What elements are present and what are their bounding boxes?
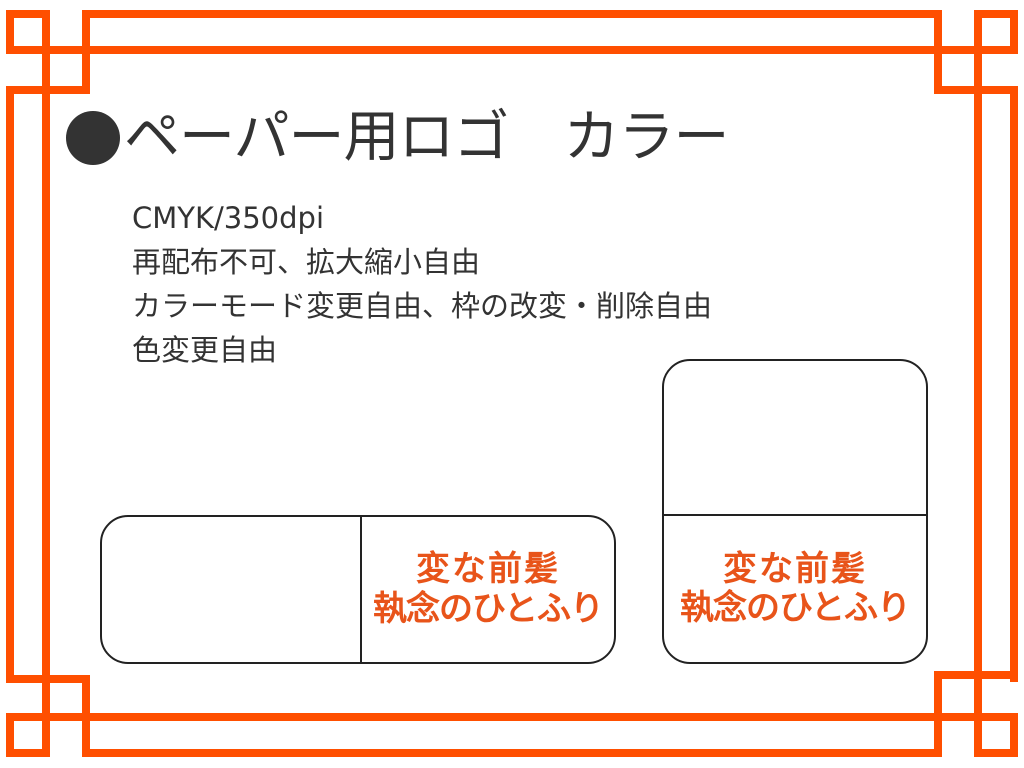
brand-logo: 変な前髪 執念のひとふり (680, 548, 911, 628)
note-color-change: 色変更自由 (132, 333, 278, 367)
logo-line-2: 執念のひとふり (373, 588, 604, 629)
logo-line-1: 変な前髪 (722, 548, 867, 589)
bullet-circle-icon (66, 111, 120, 165)
logo-panel: 変な前髪 執念のひとふり (664, 516, 926, 662)
logo-card-vertical: 変な前髪 執念のひとふり (662, 359, 928, 664)
slide-title: ペーパー用ロゴ カラー (66, 104, 729, 172)
note-colormode: カラーモード変更自由、枠の改変・削除自由 (132, 289, 713, 323)
note-redistribution: 再配布不可、拡大縮小自由 (132, 245, 481, 279)
note-format: CMYK/350dpi (132, 201, 324, 235)
blank-panel (102, 517, 362, 662)
brand-logo: 変な前髪 執念のひとふり (373, 549, 604, 629)
slide-title-text: ペーパー用ロゴ カラー (124, 105, 729, 170)
logo-card-horizontal: 変な前髪 執念のひとふり (100, 515, 616, 664)
logo-panel: 変な前髪 執念のひとふり (362, 517, 614, 662)
blank-panel (664, 361, 926, 516)
usage-notes: CMYK/350dpi 再配布不可、拡大縮小自由 カラーモード変更自由、枠の改変… (132, 196, 712, 372)
logo-line-2: 執念のひとふり (680, 588, 911, 628)
logo-line-1: 変な前髪 (415, 549, 560, 590)
